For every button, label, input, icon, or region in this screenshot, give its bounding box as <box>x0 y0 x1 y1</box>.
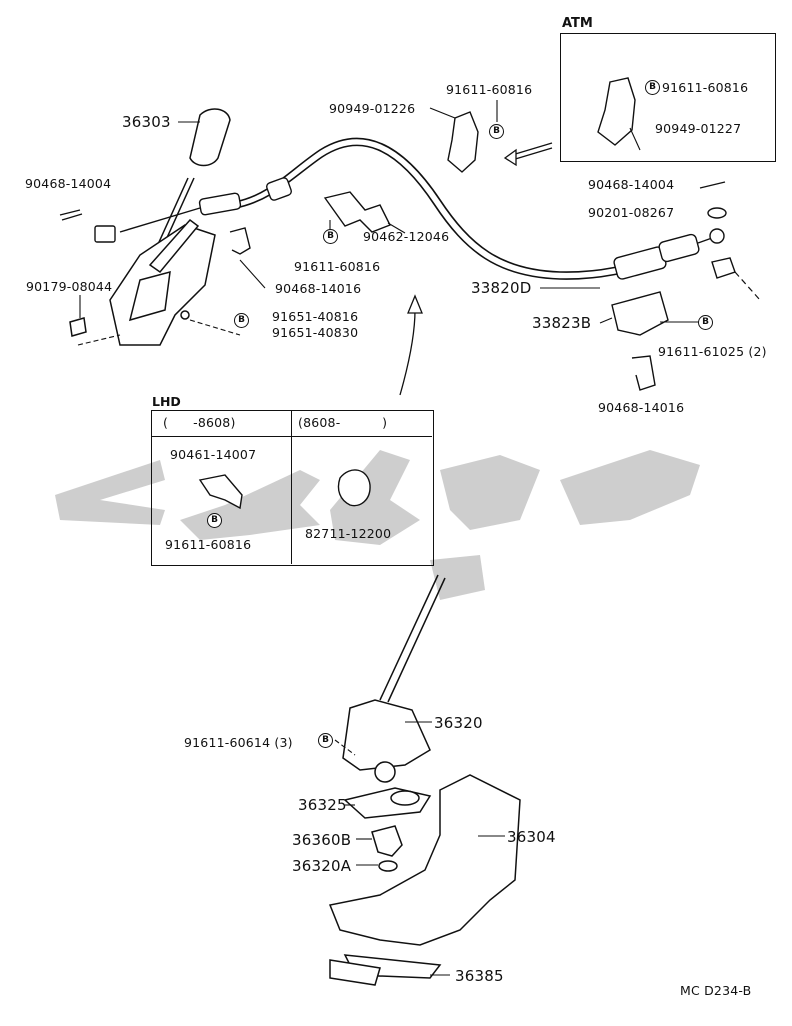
b-marker-icon: B <box>645 80 660 95</box>
atm-arrow <box>503 142 553 167</box>
label-lhd-90461-14007: 90461-14007 <box>170 447 257 462</box>
cable-33820D <box>234 137 663 280</box>
lower-shift-lever <box>328 574 521 986</box>
label-90201-08267: 90201-08267 <box>588 205 675 220</box>
label-90468-14016-mid: 90468-14016 <box>275 281 362 296</box>
label-lhd-91611-60816: 91611-60816 <box>165 537 252 552</box>
label-36320: 36320 <box>434 714 483 732</box>
lhd-column-divider <box>291 410 292 564</box>
cotter-pin-right <box>699 181 726 189</box>
label-90949-01226: 90949-01226 <box>329 101 416 116</box>
label-91611-60816-mid: 91611-60816 <box>294 259 381 274</box>
label-33823B: 33823B <box>532 314 592 332</box>
label-atm-90949-01227: 90949-01227 <box>655 121 742 136</box>
label-36385: 36385 <box>455 967 504 985</box>
label-lhd-82711-12200: 82711-12200 <box>305 526 392 541</box>
cotter-pin-left <box>59 209 83 221</box>
label-91611-60816-top: 91611-60816 <box>446 82 533 97</box>
b-marker-icon: B <box>234 313 249 328</box>
b-marker-icon: B <box>207 513 222 528</box>
lhd-title: LHD <box>152 394 181 409</box>
lhd-detail-box <box>151 410 434 566</box>
lhd-clip-82711-12200 <box>337 469 371 507</box>
atm-detail-box <box>560 33 776 162</box>
b-marker-icon: B <box>323 229 338 244</box>
label-90179-08044: 90179-08044 <box>26 279 113 294</box>
leader-lines-bottom <box>334 721 505 976</box>
upper-shift-lever <box>69 108 231 346</box>
label-90462-12046: 90462-12046 <box>363 229 450 244</box>
clamp-90462-12046 <box>323 191 391 233</box>
lhd-clip-90461-14007 <box>198 474 243 510</box>
label-91651-40830: 91651-40830 <box>272 325 359 340</box>
atm-title: ATM <box>562 16 593 31</box>
lhd-col1-header: ( -8608) <box>163 415 236 430</box>
clip-90949-01226 <box>447 111 479 173</box>
clip-90468-14016-mid <box>229 227 251 255</box>
label-33820D: 33820D <box>471 279 532 297</box>
b-marker-icon: B <box>698 315 713 330</box>
lhd-col2-header: (8608- ) <box>298 415 388 430</box>
lhd-arrow <box>399 309 416 396</box>
clip-90468-14016-right <box>631 355 656 391</box>
shift-arm-end <box>711 257 736 279</box>
label-36325: 36325 <box>298 796 347 814</box>
leader-lines-top <box>77 100 700 346</box>
b-marker-icon: B <box>489 124 504 139</box>
label-36320A: 36320A <box>292 857 352 875</box>
label-91651-40816: 91651-40816 <box>272 309 359 324</box>
b-marker-icon: B <box>318 733 333 748</box>
label-90468-14004-left: 90468-14004 <box>25 176 112 191</box>
washer-90201-08267 <box>707 207 727 219</box>
label-91611-61025: 91611-61025 (2) <box>658 344 767 359</box>
diagram-code: MC D234-B <box>680 983 752 998</box>
bracket-33823B <box>611 291 669 336</box>
label-36360B: 36360B <box>292 831 352 849</box>
label-36304: 36304 <box>507 828 556 846</box>
label-36303: 36303 <box>122 113 171 131</box>
label-91611-60614: 91611-60614 (3) <box>184 735 293 750</box>
atm-clip-90949-01227 <box>597 77 636 146</box>
label-90468-14004-right: 90468-14004 <box>588 177 675 192</box>
label-90468-14016-right: 90468-14016 <box>598 400 685 415</box>
cable-left-end <box>94 177 292 243</box>
label-atm-91611-60816: 91611-60816 <box>662 80 749 95</box>
cable-right-end <box>613 228 725 280</box>
